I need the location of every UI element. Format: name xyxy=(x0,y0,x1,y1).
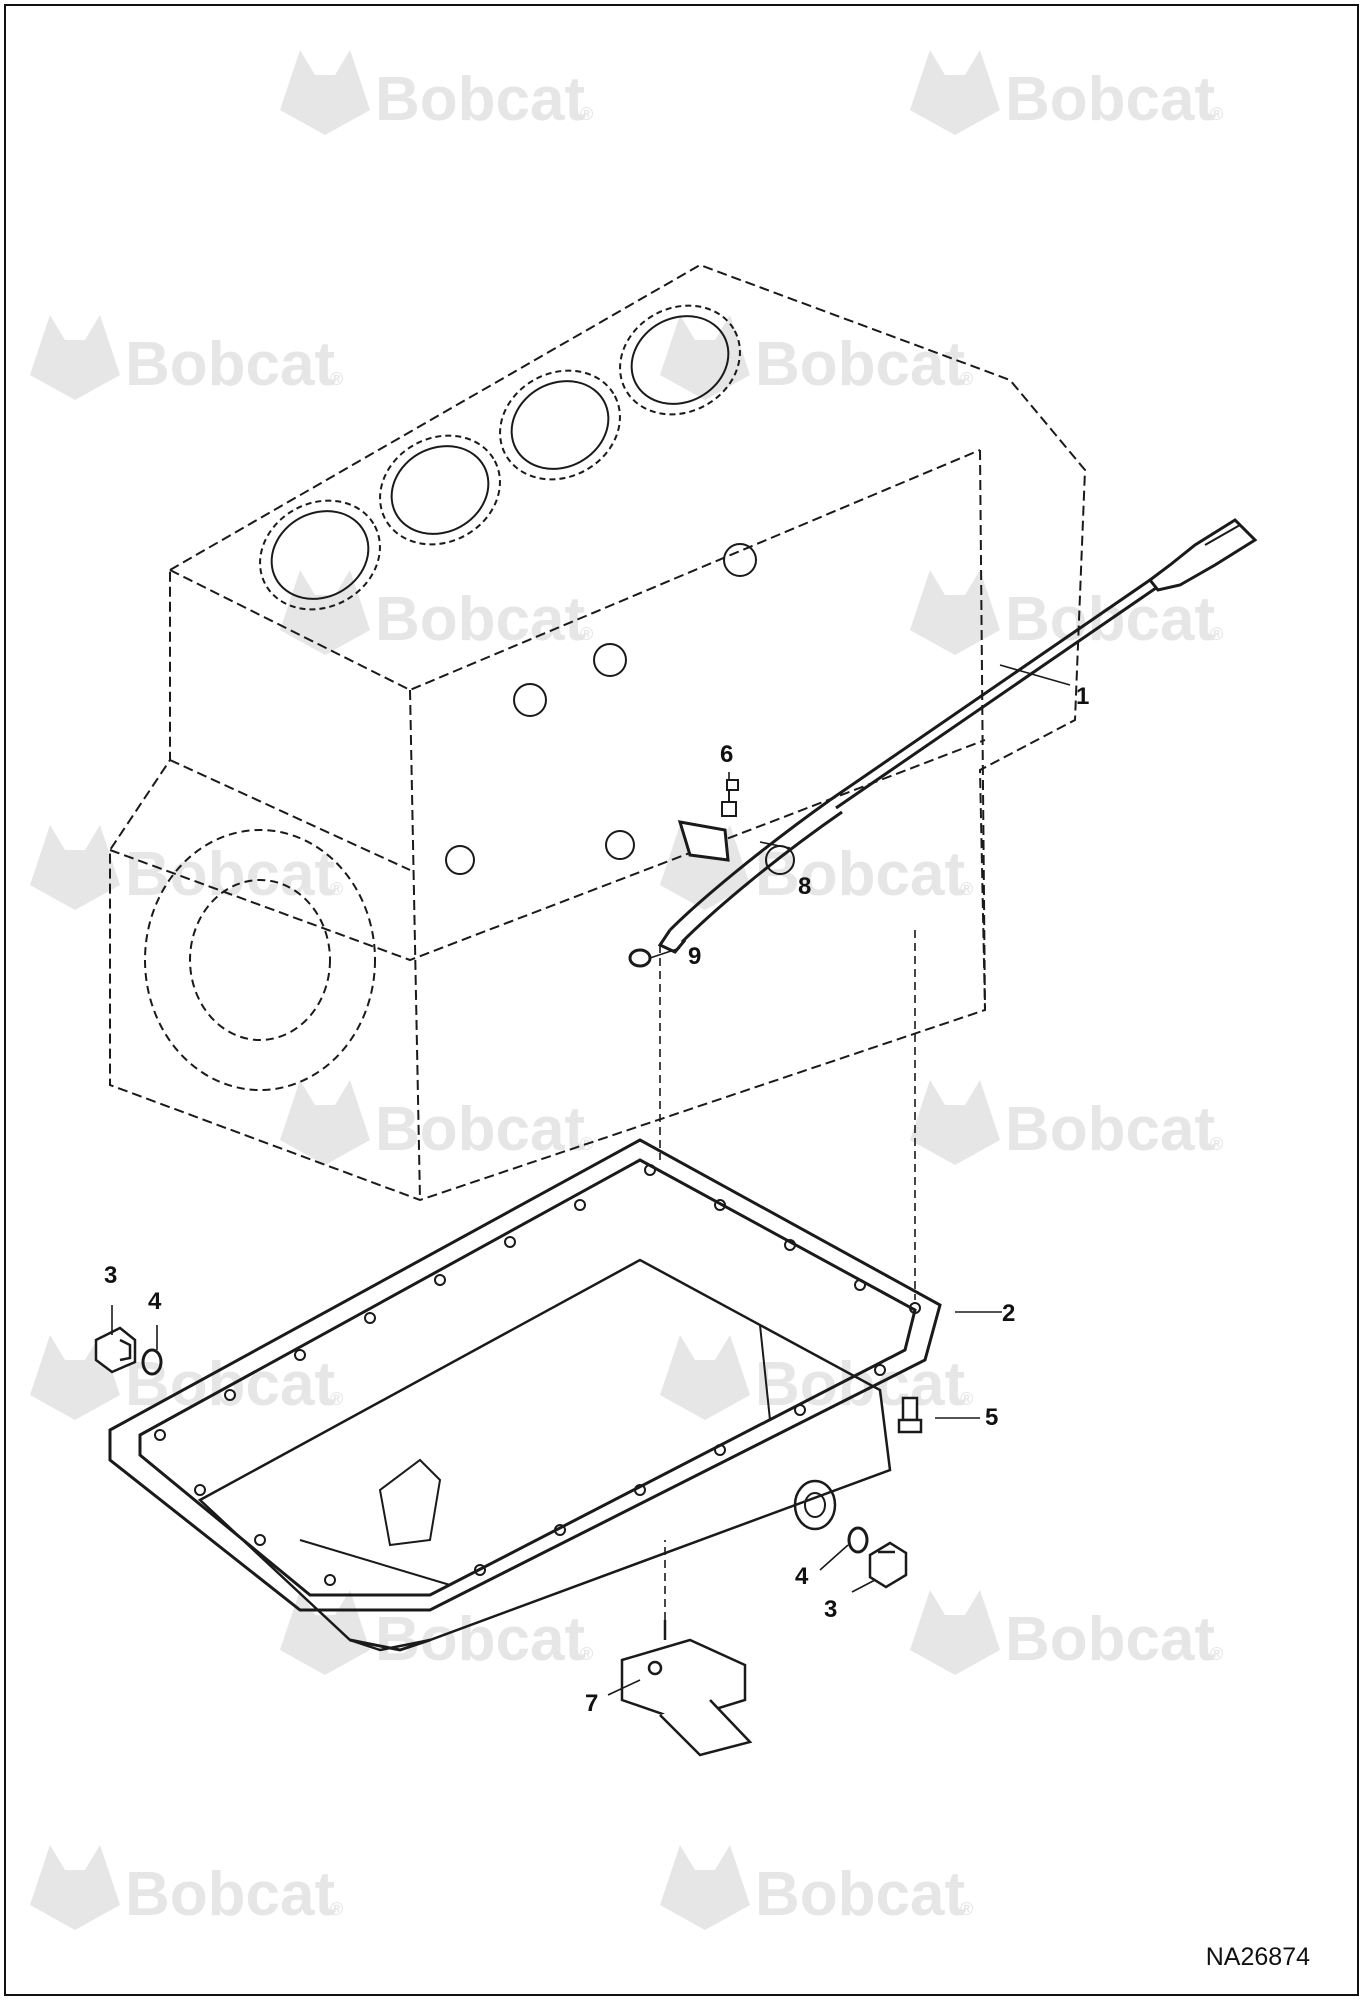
watermark-text: Bobcat xyxy=(375,1605,585,1674)
watermark-registered-mark: ® xyxy=(960,369,973,389)
watermark-logo: Bobcat® xyxy=(30,315,343,400)
watermark-text: Bobcat xyxy=(1005,65,1215,134)
drain-plug-right xyxy=(868,1541,908,1589)
guide-tube-bolt xyxy=(721,779,739,817)
watermark-registered-mark: ® xyxy=(960,1389,973,1409)
watermark-registered-mark: ® xyxy=(1210,1134,1223,1154)
watermark-text: Bobcat xyxy=(125,1860,335,1929)
callout-3-right: 3 xyxy=(824,1596,838,1623)
callout-7: 7 xyxy=(585,1690,599,1717)
watermark-registered-mark: ® xyxy=(580,624,593,644)
watermark-text: Bobcat xyxy=(1005,1095,1215,1164)
watermark-logo: Bobcat® xyxy=(660,1335,973,1420)
dipstick xyxy=(829,518,1258,810)
diagram-frame xyxy=(4,4,1359,1996)
engine-block xyxy=(109,263,1087,1202)
watermark-registered-mark: ® xyxy=(580,1644,593,1664)
watermark-logo: Bobcat® xyxy=(30,1845,343,1930)
watermark-text: Bobcat xyxy=(755,1860,965,1929)
diagram-id: NA26874 xyxy=(1205,1943,1310,1971)
watermark-logo: Bobcat® xyxy=(660,1845,973,1930)
engine-block-details xyxy=(144,304,795,1091)
oil-pan xyxy=(108,1138,942,1652)
watermark-text: Bobcat xyxy=(125,840,335,909)
callout-6: 6 xyxy=(720,741,734,768)
callout-9: 9 xyxy=(688,943,702,970)
watermark-logo: Bobcat® xyxy=(280,1590,593,1675)
dipstick-guide-tube xyxy=(657,798,843,954)
watermark-logo: Bobcat® xyxy=(910,1080,1223,1165)
watermark-registered-mark: ® xyxy=(330,1899,343,1919)
oil-pan-bolt xyxy=(897,1396,923,1434)
washer-left xyxy=(141,1348,163,1376)
callout-4-right: 4 xyxy=(795,1563,809,1590)
watermark-registered-mark: ® xyxy=(1210,1644,1223,1664)
callout-4-left: 4 xyxy=(148,1288,162,1315)
watermark-logo: Bobcat® xyxy=(660,315,973,400)
watermark-text: Bobcat xyxy=(755,840,965,909)
oil-strainer xyxy=(620,1620,753,1757)
watermark-logo: Bobcat® xyxy=(280,1080,593,1165)
watermark-registered-mark: ® xyxy=(960,879,973,899)
callout-2: 2 xyxy=(1002,1300,1016,1327)
watermark-logo: Bobcat® xyxy=(280,50,593,135)
washer-right xyxy=(847,1526,869,1554)
callout-8: 8 xyxy=(798,873,812,900)
leader-lines xyxy=(111,664,1071,1696)
watermark-text: Bobcat xyxy=(375,65,585,134)
watermark-text: Bobcat xyxy=(125,330,335,399)
callout-1: 1 xyxy=(1076,683,1090,710)
watermark-text: Bobcat xyxy=(755,330,965,399)
watermark-registered-mark: ® xyxy=(330,1389,343,1409)
watermark-registered-mark: ® xyxy=(330,879,343,899)
watermark-text: Bobcat xyxy=(375,1095,585,1164)
watermark-logo: Bobcat® xyxy=(910,1590,1223,1675)
watermark-text: Bobcat xyxy=(375,585,585,654)
watermark-text: Bobcat xyxy=(755,1350,965,1419)
o-ring xyxy=(628,948,652,968)
watermark-logo: Bobcat® xyxy=(280,570,593,655)
watermark-registered-mark: ® xyxy=(1210,624,1223,644)
watermark-registered-mark: ® xyxy=(330,369,343,389)
callout-3-left: 3 xyxy=(104,1262,118,1289)
watermark-text: Bobcat xyxy=(1005,1605,1215,1674)
watermark-logo: Bobcat® xyxy=(30,825,343,910)
callout-5: 5 xyxy=(985,1404,999,1431)
watermark-registered-mark: ® xyxy=(1210,104,1223,124)
watermark-registered-mark: ® xyxy=(580,104,593,124)
drain-plug-left xyxy=(94,1326,137,1374)
watermark-registered-mark: ® xyxy=(960,1899,973,1919)
watermark-layer: Bobcat®Bobcat®Bobcat®Bobcat®Bobcat®Bobca… xyxy=(30,50,1223,1930)
watermark-logo: Bobcat® xyxy=(910,50,1223,135)
